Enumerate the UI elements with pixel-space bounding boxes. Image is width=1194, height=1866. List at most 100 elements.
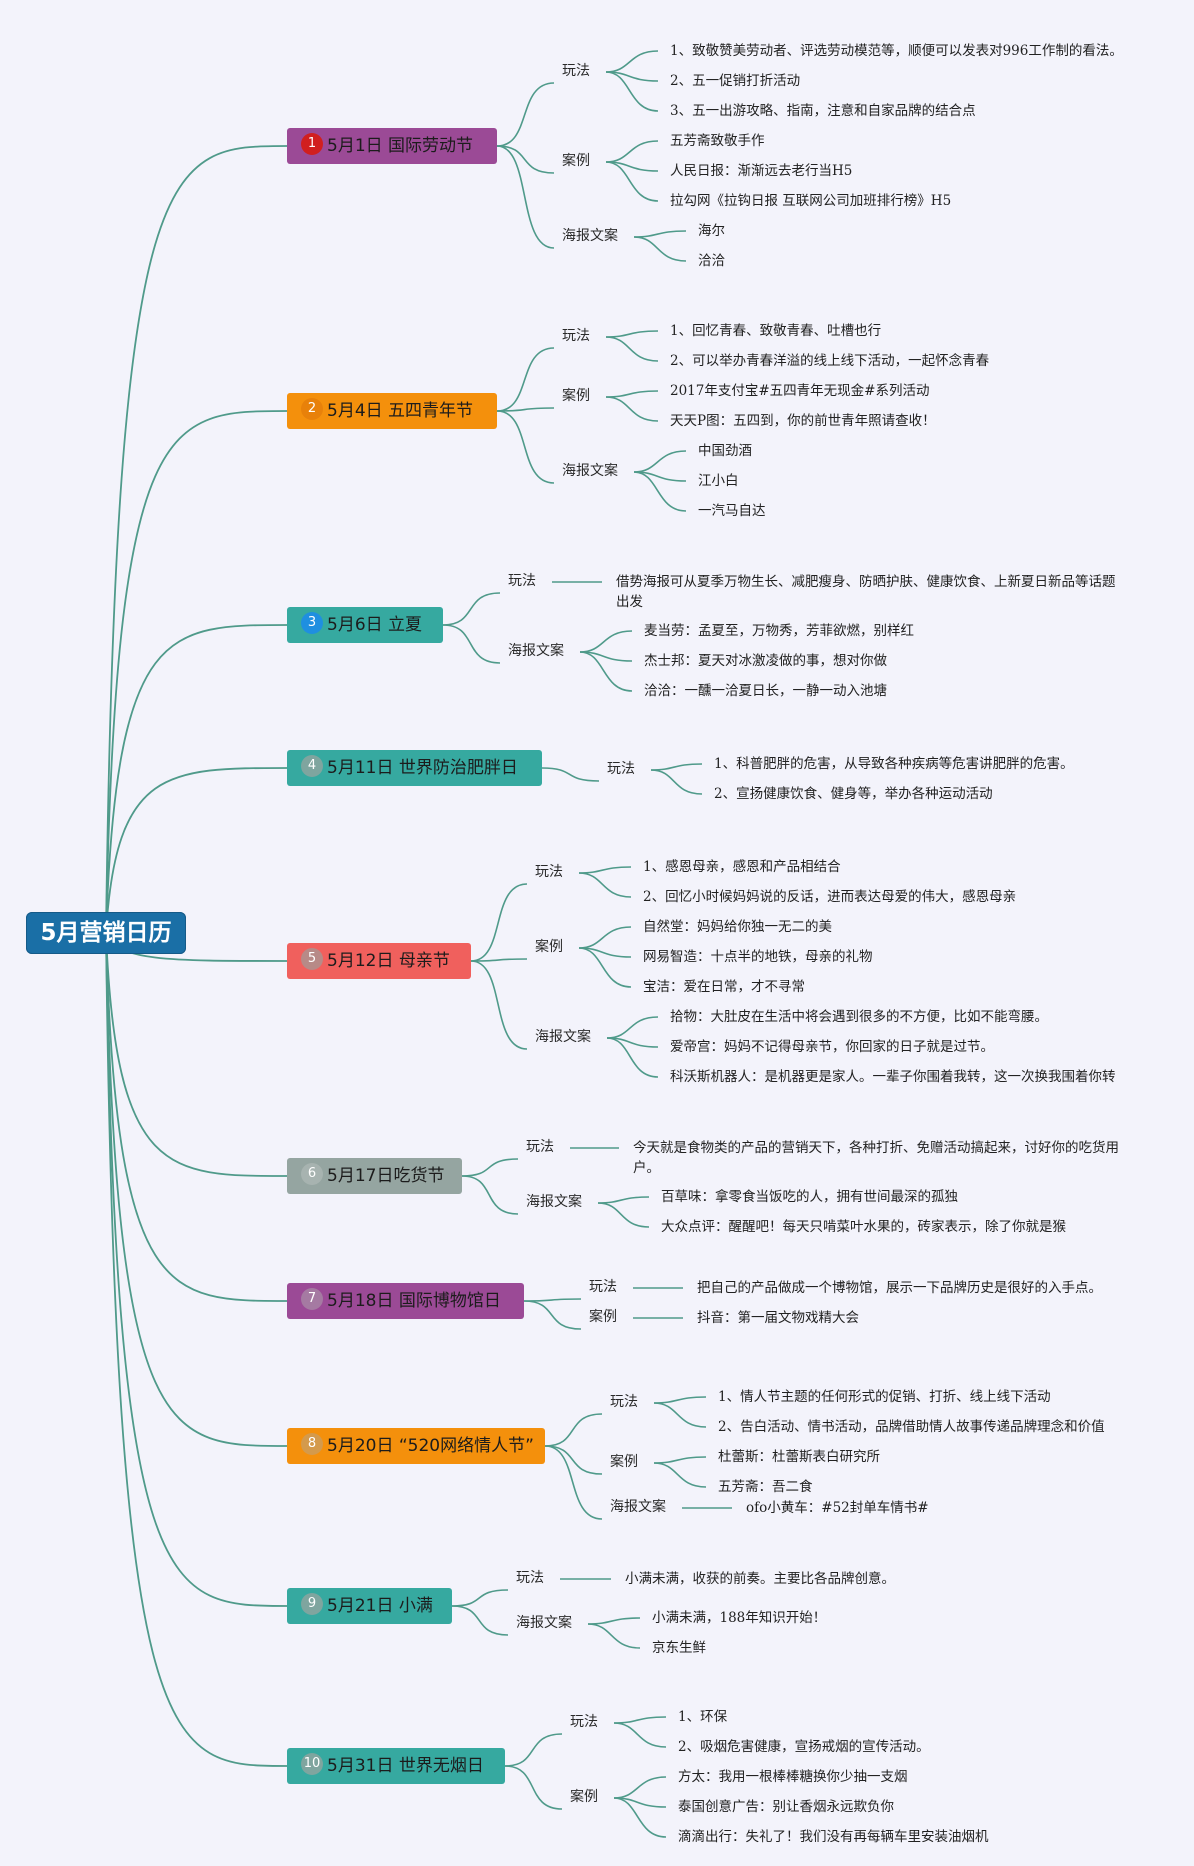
group-label[interactable]: 海报文案 bbox=[526, 1194, 582, 1210]
connector-line bbox=[613, 1722, 667, 1748]
group-label[interactable]: 海报文案 bbox=[516, 1615, 572, 1631]
connector-line bbox=[470, 958, 528, 962]
branch-label: 5月6日 立夏 bbox=[327, 615, 423, 635]
leaf-item[interactable]: 2017年支付宝#五四青年无现金#系列活动 bbox=[670, 383, 930, 399]
leaf-item[interactable]: 抖音：第一届文物戏精大会 bbox=[697, 1310, 859, 1326]
group-label[interactable]: 海报文案 bbox=[508, 643, 564, 659]
leaf-item[interactable]: 杜蕾斯：杜蕾斯表白研究所 bbox=[718, 1449, 880, 1465]
leaf-item[interactable]: 大众点评：醒醒吧！每天只啃菜叶水果的，砖家表示，除了你就是猴 bbox=[661, 1219, 1066, 1235]
group-label[interactable]: 海报文案 bbox=[610, 1499, 666, 1515]
connector-line bbox=[496, 145, 555, 249]
group-label[interactable]: 案例 bbox=[562, 153, 590, 169]
leaf-item[interactable]: 中国劲酒 bbox=[698, 443, 752, 459]
leaf-item[interactable]: 2、告白活动、情书活动，品牌借助情人故事传递品牌理念和价值 bbox=[718, 1419, 1105, 1435]
leaf-item[interactable]: 京东生鲜 bbox=[652, 1640, 706, 1656]
group-label[interactable]: 案例 bbox=[610, 1454, 638, 1470]
group-label[interactable]: 玩法 bbox=[526, 1139, 554, 1155]
leaf-item[interactable]: 自然堂：妈妈给你独一无二的美 bbox=[643, 919, 832, 935]
group-label[interactable]: 玩法 bbox=[562, 328, 590, 344]
leaf-item[interactable]: 3、五一出游攻略、指南，注意和自家品牌的结合点 bbox=[670, 103, 976, 119]
connector-line bbox=[597, 1196, 650, 1204]
connector-line bbox=[578, 947, 632, 988]
group-label[interactable]: 玩法 bbox=[535, 864, 563, 880]
leaf-item[interactable]: 科沃斯机器人：是机器更是家人。一辈子你围着我转，这一次换我围着你转 bbox=[670, 1069, 1116, 1085]
group-label[interactable]: 案例 bbox=[562, 388, 590, 404]
connector-line bbox=[579, 630, 633, 653]
connector-line bbox=[633, 471, 687, 482]
leaf-item[interactable]: 拉勾网《拉钩日报 互联网公司加班排行榜》H5 bbox=[670, 193, 952, 209]
leaf-item[interactable]: 2、可以举办青春洋溢的线上线下活动，一起怀念青春 bbox=[670, 353, 990, 369]
leaf-item[interactable]: 海尔 bbox=[698, 223, 725, 239]
branch-number-badge: 8 bbox=[301, 1433, 323, 1455]
leaf-item[interactable]: 1、情人节主题的任何形式的促销、打折、线上线下活动 bbox=[718, 1389, 1051, 1405]
group-label[interactable]: 玩法 bbox=[516, 1570, 544, 1586]
connector-line bbox=[461, 1158, 519, 1177]
root-node[interactable]: 5月营销日历 bbox=[26, 912, 186, 954]
leaf-item[interactable]: 五芳斋致敬手作 bbox=[670, 133, 765, 149]
branch-label: 5月1日 国际劳动节 bbox=[327, 136, 474, 156]
connector-line bbox=[105, 932, 288, 1447]
leaf-item[interactable]: 把自己的产品做成一个博物馆，展示一下品牌历史是很好的入手点。 bbox=[697, 1280, 1102, 1296]
leaf-item[interactable]: 1、感恩母亲，感恩和产品相结合 bbox=[643, 859, 841, 875]
leaf-item[interactable]: 2、吸烟危害健康，宣扬戒烟的宣传活动。 bbox=[678, 1739, 930, 1755]
leaf-item[interactable]: 小满未满，收获的前奏。主要比各品牌创意。 bbox=[625, 1571, 895, 1587]
leaf-item[interactable]: 泰国创意广告：别让香烟永远欺负你 bbox=[678, 1799, 894, 1815]
leaf-item[interactable]: 拾物：大肚皮在生活中将会遇到很多的不方便，比如不能弯腰。 bbox=[670, 1009, 1048, 1025]
leaf-item[interactable]: 五芳斋：吾二食 bbox=[718, 1479, 813, 1495]
leaf-item[interactable]: 爱帝宫：妈妈不记得母亲节，你回家的日子就是过节。 bbox=[670, 1039, 994, 1055]
group-label[interactable]: 海报文案 bbox=[562, 228, 618, 244]
group-label[interactable]: 案例 bbox=[535, 939, 563, 955]
group-label[interactable]: 玩法 bbox=[607, 761, 635, 777]
leaf-item[interactable]: 1、环保 bbox=[678, 1709, 728, 1725]
group-label[interactable]: 玩法 bbox=[562, 63, 590, 79]
group-label[interactable]: 玩法 bbox=[610, 1394, 638, 1410]
leaf-item[interactable]: 一汽马自达 bbox=[698, 503, 766, 519]
leaf-item[interactable]: 1、致敬赞美劳动者、评选劳动模范等，顺便可以发表对996工作制的看法。 bbox=[670, 43, 1123, 59]
group-label[interactable]: 玩法 bbox=[508, 573, 536, 589]
group-label[interactable]: 玩法 bbox=[589, 1279, 617, 1295]
connector-line bbox=[523, 1300, 582, 1330]
group-label[interactable]: 玩法 bbox=[570, 1714, 598, 1730]
connector-line bbox=[496, 410, 555, 484]
connector-line bbox=[606, 1016, 659, 1039]
leaf-item[interactable]: 方太：我用一根棒棒糖换你少抽一支烟 bbox=[678, 1769, 908, 1785]
group-label[interactable]: 海报文案 bbox=[535, 1029, 591, 1045]
leaf-item[interactable]: 滴滴出行：失礼了！我们没有再每辆车里安装油烟机 bbox=[678, 1829, 989, 1845]
leaf-item[interactable]: 天天P图：五四到，你的前世青年照请查收！ bbox=[670, 413, 936, 429]
leaf-item[interactable]: 杰士邦：夏天对冰激凌做的事，想对你做 bbox=[644, 653, 887, 669]
leaf-item[interactable]: 人民日报：渐渐远去老行当H5 bbox=[670, 163, 853, 179]
connector-line bbox=[650, 769, 703, 795]
leaf-item[interactable]: 1、回忆青春、致敬青春、吐槽也行 bbox=[670, 323, 882, 339]
leaf-item[interactable]: 洽洽：一醺一洽夏日长，一静一动入池塘 bbox=[644, 683, 887, 699]
connector-line bbox=[653, 1396, 707, 1404]
leaf-item[interactable]: 今天就是食物类的产品的营销天下，各种打折、免赠活动搞起来，讨好你的吃货用户。 bbox=[633, 1140, 1119, 1176]
connector-line bbox=[605, 396, 659, 422]
leaf-item[interactable]: 借势海报可从夏季万物生长、减肥瘦身、防晒护肤、健康饮食、上新夏日新品等话题出发 bbox=[616, 574, 1116, 610]
leaf-item[interactable]: 百草味：拿零食当饭吃的人，拥有世间最深的孤独 bbox=[661, 1189, 958, 1205]
group-label[interactable]: 海报文案 bbox=[562, 463, 618, 479]
leaf-item[interactable]: 2、回忆小时候妈妈说的反话，进而表达母爱的伟大，感恩母亲 bbox=[643, 889, 1017, 905]
group-label[interactable]: 案例 bbox=[589, 1309, 617, 1325]
leaf-item[interactable]: 2、五一促销打折活动 bbox=[670, 73, 801, 89]
leaf-item[interactable]: 2、宣扬健康饮食、健身等，举办各种运动活动 bbox=[714, 786, 993, 802]
leaf-item[interactable]: 1、科普肥胖的危害，从导致各种疾病等危害讲肥胖的危害。 bbox=[714, 756, 1074, 772]
connector-line bbox=[451, 1605, 509, 1636]
leaf-item[interactable]: 网易智造：十点半的地铁，母亲的礼物 bbox=[643, 949, 873, 965]
leaf-item[interactable]: 洽洽 bbox=[698, 253, 725, 269]
leaf-item[interactable]: ofo小黄车：#52封单车情书# bbox=[746, 1500, 929, 1516]
leaf-item[interactable]: 宝洁：爱在日常，才不寻常 bbox=[643, 979, 805, 995]
leaf-item[interactable]: 江小白 bbox=[698, 473, 739, 489]
leaf-item[interactable]: 麦当劳：孟夏至，万物秀，芳菲欲燃，别样红 bbox=[644, 623, 914, 639]
group-label[interactable]: 案例 bbox=[570, 1789, 598, 1805]
leaf-item[interactable]: 小满未满，188年知识开始！ bbox=[652, 1610, 827, 1626]
